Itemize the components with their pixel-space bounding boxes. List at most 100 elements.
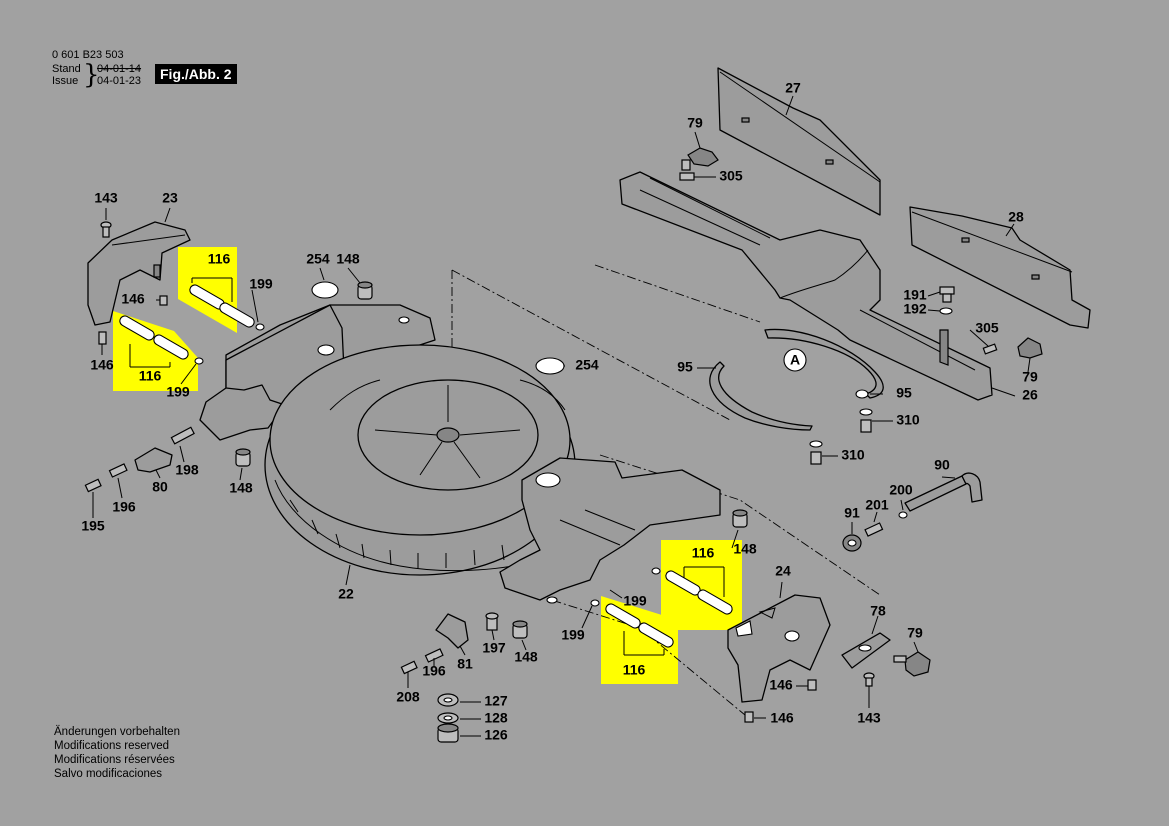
bracket-23: [87, 221, 191, 326]
label-310-lower: 310: [841, 447, 865, 463]
brace-symbol: }: [83, 60, 100, 90]
screw-195: [84, 478, 102, 493]
screw-143-left: [100, 221, 112, 238]
label-127: 127: [484, 693, 508, 709]
label-146-left-a: 146: [121, 291, 145, 307]
screw-143-right: [863, 672, 875, 687]
fence-base-26: [619, 171, 993, 401]
label-126: 126: [484, 727, 508, 743]
label-199-upper-left: 199: [249, 276, 273, 292]
cap-254-left: [311, 281, 339, 299]
label-310-upper: 310: [896, 412, 920, 428]
screw-146-right-a: [807, 679, 817, 691]
screw-146-right-b: [744, 711, 754, 723]
screw-208: [400, 660, 418, 675]
knob-79-upper: [681, 147, 719, 171]
label-79-upper: 79: [687, 115, 703, 131]
ball-200: [898, 511, 908, 519]
pins-116-left: [119, 315, 204, 368]
washer-128: [437, 712, 459, 724]
label-28: 28: [1008, 209, 1024, 225]
note-de: Änderungen vorbehalten: [54, 726, 180, 738]
issue-label: Issue: [52, 75, 79, 87]
plate-78: [841, 632, 891, 669]
washer-127: [437, 693, 459, 707]
label-199-right-lower: 199: [561, 627, 585, 643]
label-79-lower: 79: [907, 625, 923, 641]
label-148-lower: 148: [514, 649, 538, 665]
screw-146-left-b: [98, 331, 107, 345]
label-208: 208: [396, 689, 420, 705]
label-23: 23: [162, 190, 178, 206]
label-195: 195: [81, 518, 105, 534]
label-254-left: 254: [306, 251, 330, 267]
foot-148-lower: [512, 620, 528, 639]
pins-116-right-upper: [651, 566, 733, 615]
foot-148-right: [732, 509, 748, 528]
label-95-left: 95: [677, 359, 693, 375]
label-148-right: 148: [733, 541, 757, 557]
guide-ring-95-right: [764, 328, 884, 399]
label-116-right-lower: 116: [623, 662, 646, 678]
note-es: Salvo modificaciones: [54, 768, 163, 780]
label-201: 201: [865, 497, 889, 513]
label-24: 24: [775, 563, 791, 579]
label-199-right-upper: 199: [623, 593, 647, 609]
figure-label: Fig./Abb. 2: [155, 64, 237, 84]
label-116-right-upper: 116: [692, 545, 715, 561]
fence-28: [909, 206, 1091, 329]
label-148-left: 148: [229, 480, 253, 496]
label-22: 22: [338, 586, 354, 602]
note-en: Modifications reserved: [54, 740, 170, 752]
label-27: 27: [785, 80, 801, 96]
label-90: 90: [934, 457, 950, 473]
knob-79-right: [1017, 337, 1043, 359]
stand-date: 04-01-14: [97, 63, 142, 75]
leader-lines: [92, 95, 1031, 737]
label-305-upper: 305: [719, 168, 743, 184]
label-146-right-b: 146: [770, 710, 794, 726]
lever-80: [134, 447, 173, 473]
label-254-right: 254: [575, 357, 599, 373]
bracket-24: [727, 594, 831, 703]
spring-196-left: [108, 463, 128, 478]
screw-198: [170, 426, 195, 445]
screw-305-right: [982, 343, 998, 355]
screw-146-left-a: [159, 295, 168, 306]
screw-305-upper: [679, 172, 712, 181]
label-79-right: 79: [1022, 369, 1038, 385]
issue-date: 04-01-23: [97, 75, 142, 87]
foot-148-upper: [357, 281, 373, 300]
lever-81: [435, 613, 469, 649]
label-197: 197: [482, 640, 506, 656]
foot-148-left: [235, 448, 251, 467]
label-196-lower: 196: [422, 663, 446, 679]
spring-196-lower: [424, 648, 444, 663]
bushing-91: [842, 534, 862, 552]
turntable-22: [264, 344, 576, 576]
label-80: 80: [152, 479, 168, 495]
screw-191: [939, 286, 955, 315]
view-marker-circle: [783, 348, 807, 372]
label-148-upper: 148: [336, 251, 360, 267]
label-116-upper-left: 116: [208, 251, 231, 267]
label-192: 192: [903, 301, 927, 317]
label-146-right-a: 146: [769, 677, 793, 693]
note-fr: Modifications réservées: [54, 754, 175, 766]
view-marker-a: A: [790, 352, 800, 368]
pins-116-right-lower: [590, 599, 674, 656]
modification-notes: Änderungen vorbehalten Modifications res…: [54, 725, 180, 781]
label-146-left-b: 146: [90, 357, 114, 373]
label-143-left: 143: [94, 190, 118, 206]
screw-197: [485, 612, 499, 631]
label-95-right: 95: [896, 385, 912, 401]
cap-254-right: [535, 357, 565, 375]
label-305-right: 305: [975, 320, 999, 336]
fence-27: [717, 67, 881, 216]
label-200: 200: [889, 482, 913, 498]
knob-79-lower: [893, 651, 931, 677]
screws-310: [809, 408, 873, 465]
pins-116-upper-left: [189, 277, 265, 331]
